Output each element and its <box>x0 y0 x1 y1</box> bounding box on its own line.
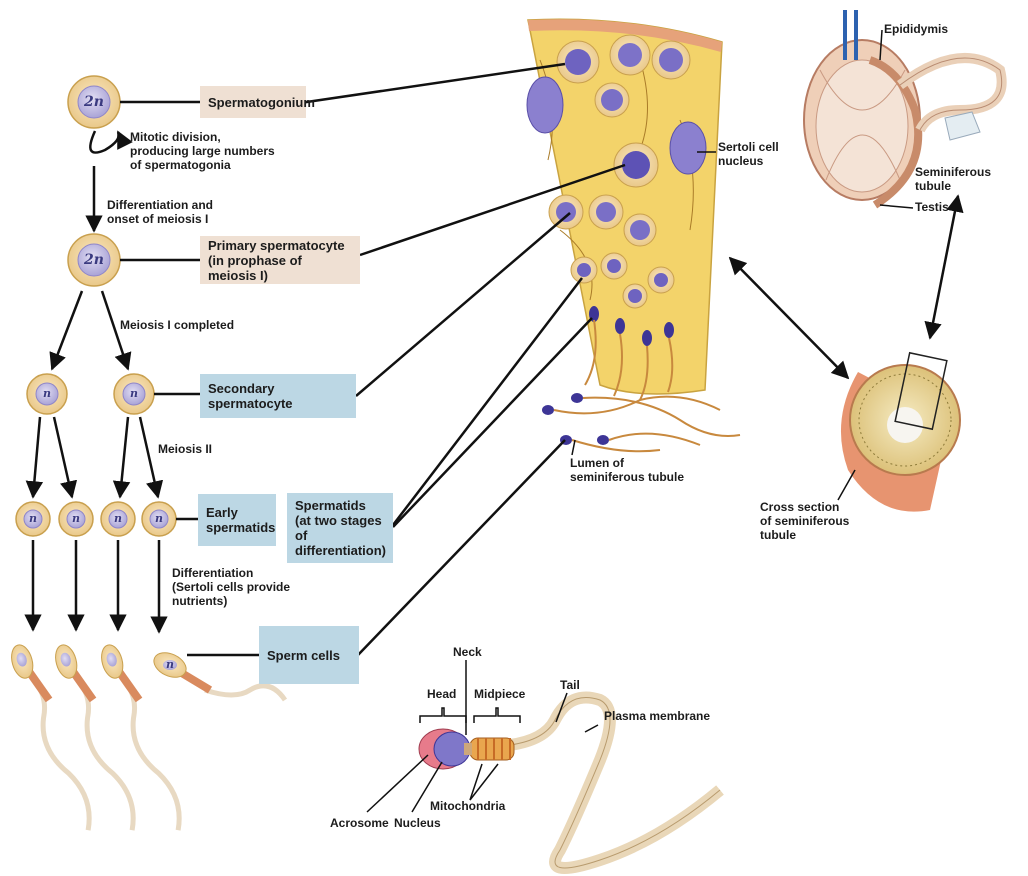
spermatids-label: Spermatids (at two stages of differentia… <box>287 493 393 563</box>
head-label: Head <box>427 687 456 701</box>
early-spermatids-label: Early spermatids <box>198 494 276 546</box>
developing-sperm <box>8 638 285 838</box>
midpiece-label: Midpiece <box>474 687 525 701</box>
mitochondria-label: Mitochondria <box>430 799 505 813</box>
plasma-membrane-label: Plasma membrane <box>604 709 710 723</box>
nucleus-label: Nucleus <box>394 816 441 830</box>
cross-section-illustration <box>841 353 960 512</box>
seminiferous-tubule-label: Seminiferous tubule <box>915 165 1028 193</box>
meiosis-1-completed-label: Meiosis I completed <box>120 318 234 332</box>
cell-label-n: n <box>106 512 130 526</box>
sperm-cells-label: Sperm cells <box>259 626 359 684</box>
cell-label-2n: 2n <box>77 95 111 109</box>
spermatogonium-label: Spermatogonium <box>200 86 306 118</box>
secondary-spermatocyte-label: Secondary spermatocyte <box>200 374 356 418</box>
meiosis-2-label: Meiosis II <box>158 442 212 456</box>
double-arrows <box>730 196 958 378</box>
differentiation-sertoli-label: Differentiation (Sertoli cells provide n… <box>172 566 290 608</box>
cell-label-n: n <box>122 387 146 401</box>
neck-label: Neck <box>453 645 482 659</box>
cell-label-n: n <box>64 512 88 526</box>
cell-label-n: n <box>35 387 59 401</box>
testis-label: Testis <box>915 200 949 214</box>
cell-label-n: n <box>147 512 171 526</box>
tubule-wedge <box>527 19 740 451</box>
differentiation-meiosis-label: Differentiation and onset of meiosis I <box>107 198 213 226</box>
acrosome-label: Acrosome <box>330 816 389 830</box>
sertoli-nucleus-label: Sertoli cell nucleus <box>718 140 779 168</box>
cross-section-label: Cross section of seminiferous tubule <box>760 500 849 542</box>
tail-label: Tail <box>560 678 580 692</box>
lumen-label: Lumen of seminiferous tubule <box>570 456 684 484</box>
cell-label-n: n <box>158 658 182 672</box>
primary-spermatocyte-label: Primary spermatocyte (in prophase of mei… <box>200 236 360 284</box>
cell-label-2n: 2n <box>77 253 111 267</box>
mitotic-division-label: Mitotic division, producing large number… <box>130 130 275 172</box>
cell-label-n: n <box>21 512 45 526</box>
epididymis-label: Epididymis <box>884 22 948 36</box>
sperm-detail <box>419 698 720 869</box>
